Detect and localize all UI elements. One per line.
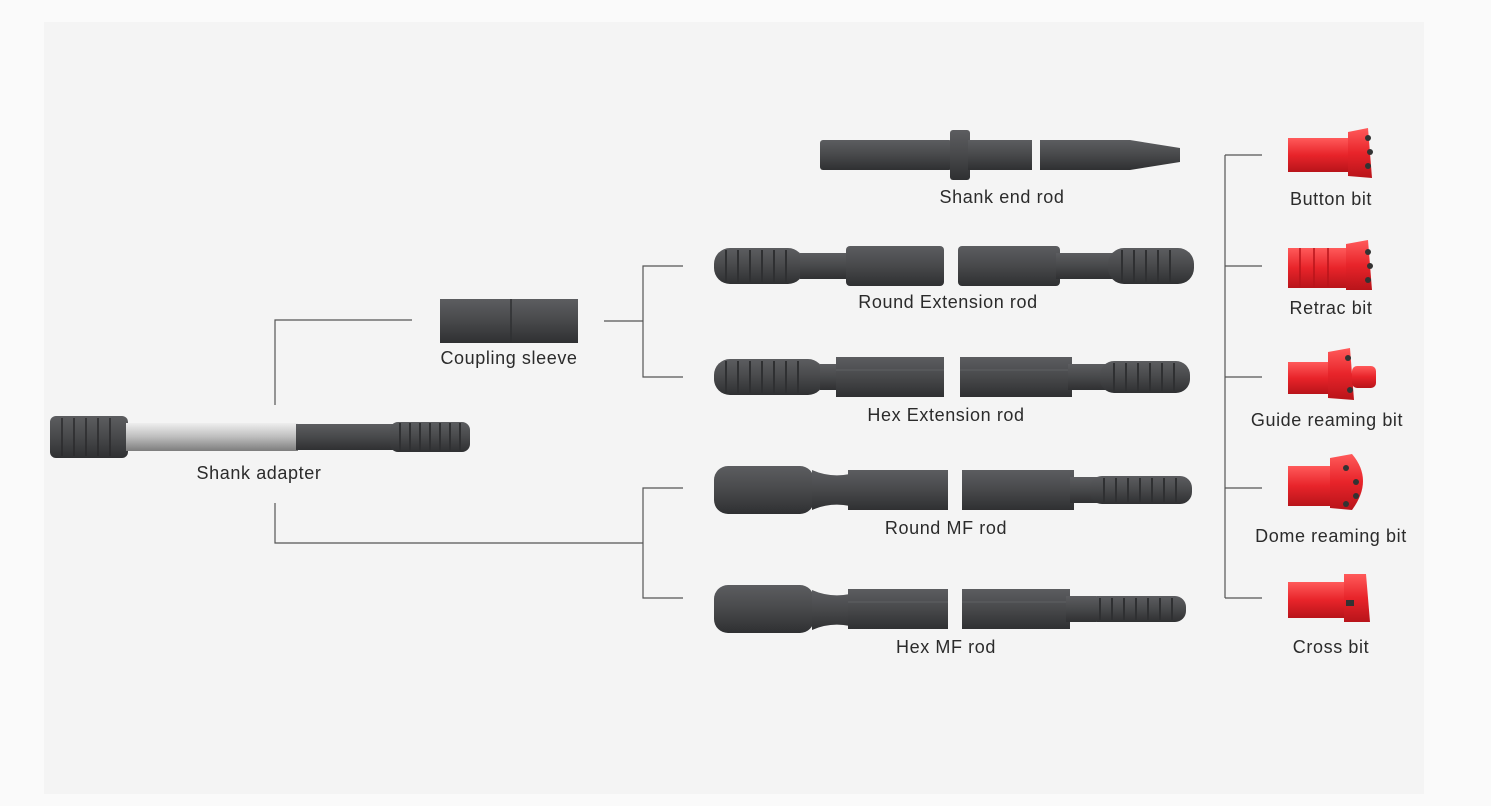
dome-reaming-bit-image <box>1288 454 1363 510</box>
cross-bit-image <box>1288 574 1370 622</box>
round-mf-rod-label: Round MF rod <box>884 518 1008 538</box>
retrac-bit-image <box>1288 240 1373 290</box>
button-bit-label: Button bit <box>1289 189 1373 209</box>
round-extension-rod-image <box>714 246 1194 286</box>
coupling-sleeve-label: Coupling sleeve <box>440 348 578 368</box>
shank-end-rod-label: Shank end rod <box>939 187 1065 207</box>
bracket-extension-rods <box>642 265 683 378</box>
guide-reaming-bit-image <box>1288 348 1376 400</box>
cross-bit-label: Cross bit <box>1292 637 1370 657</box>
connector-lines <box>274 154 1262 599</box>
connector-adapter-to-mf-rods <box>274 503 643 544</box>
dome-reaming-bit-label: Dome reaming bit <box>1255 526 1407 546</box>
retrac-bit-label: Retrac bit <box>1289 298 1373 318</box>
shank-adapter-label: Shank adapter <box>196 463 322 483</box>
shank-adapter-image <box>50 416 470 458</box>
shank-end-rod-image <box>820 130 1180 180</box>
round-extension-rod-label: Round Extension rod <box>858 292 1038 312</box>
button-bit-image <box>1288 128 1373 178</box>
connector-adapter-to-sleeve <box>274 319 412 405</box>
bracket-mf-rods <box>642 487 683 599</box>
hex-mf-rod-label: Hex MF rod <box>895 637 997 657</box>
hex-mf-rod-image <box>714 585 1186 633</box>
diagram-panel <box>44 22 1424 794</box>
coupling-sleeve-image <box>440 299 578 343</box>
guide-reaming-bit-label: Guide reaming bit <box>1250 410 1404 430</box>
round-mf-rod-image <box>714 466 1192 514</box>
hex-extension-rod-image <box>714 357 1190 397</box>
hex-extension-rod-label: Hex Extension rod <box>867 405 1025 425</box>
